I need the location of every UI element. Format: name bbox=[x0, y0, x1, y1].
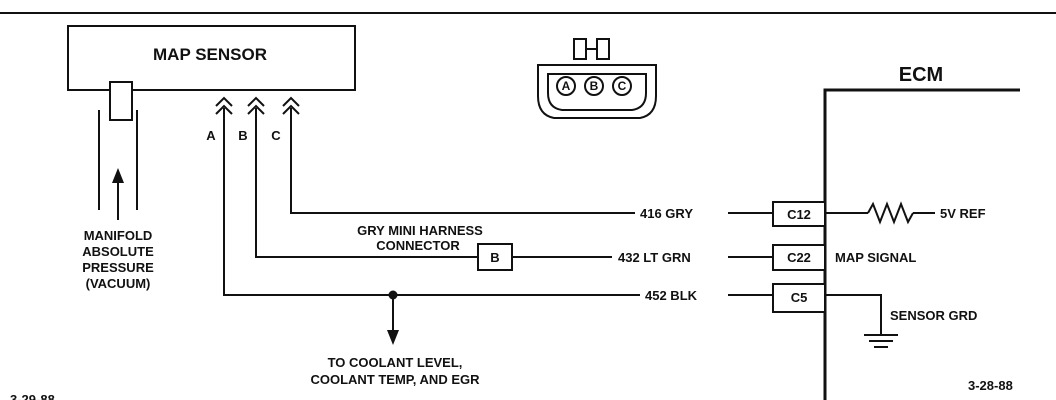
pin-a-label: A bbox=[206, 128, 216, 143]
wire-416-gry bbox=[290, 108, 635, 214]
vacuum-arrow-head-icon bbox=[112, 168, 124, 183]
connector-face-pin-c bbox=[612, 76, 632, 96]
map-signal-label: MAP SIGNAL bbox=[835, 250, 916, 265]
coolant-note-line-1: TO COOLANT LEVEL, bbox=[328, 355, 463, 370]
connector-face-pin-c-label: C bbox=[618, 79, 627, 93]
partial-date-stamp: 3-29-88 bbox=[10, 392, 55, 400]
pin-a-chevron-icon bbox=[215, 96, 233, 115]
coolant-arrow-head-icon bbox=[387, 330, 399, 345]
pin-b-label: B bbox=[238, 128, 247, 143]
ecm-pin-c5-label: C5 bbox=[791, 290, 808, 305]
wire-432-ltgrn-label: 432 LT GRN bbox=[618, 250, 691, 265]
pin-c-chevron-icon bbox=[282, 96, 300, 115]
ecm-pin-c5 bbox=[772, 283, 826, 313]
connector-face-icon bbox=[537, 38, 657, 119]
manifold-label-line-1: MANIFOLD bbox=[84, 228, 153, 243]
pin-c-label: C bbox=[271, 128, 281, 143]
ecm-title: ECM bbox=[899, 64, 943, 86]
sensor-ground-label: SENSOR GRD bbox=[890, 308, 977, 323]
map-sensor-title: MAP SENSOR bbox=[153, 45, 267, 64]
mini-harness-label-1: GRY MINI HARNESS bbox=[357, 223, 483, 238]
connector-face-pin-a bbox=[556, 76, 576, 96]
ecm-pin-c12-label: C12 bbox=[787, 207, 811, 222]
map-sensor-box bbox=[67, 25, 356, 91]
wire-432-ltgrn bbox=[255, 108, 478, 258]
mini-harness-label-2: CONNECTOR bbox=[376, 238, 460, 253]
vacuum-port bbox=[109, 81, 133, 121]
manifold-label-line-2: ABSOLUTE bbox=[82, 244, 154, 259]
pin-b-chevron-icon bbox=[247, 96, 265, 115]
ecm-pin-c22-label: C22 bbox=[787, 250, 811, 265]
coolant-note-line-2: COOLANT TEMP, AND EGR bbox=[310, 372, 480, 387]
connector-face-pin-b bbox=[584, 76, 604, 96]
ground-wire bbox=[825, 294, 882, 335]
date-stamp: 3-28-88 bbox=[968, 378, 1013, 393]
ecm-pin-c22 bbox=[772, 244, 826, 271]
connector-face-pin-b-label: B bbox=[590, 79, 599, 93]
manifold-label-line-4: (VACUUM) bbox=[86, 276, 151, 291]
mini-harness-pin: B bbox=[490, 250, 499, 265]
wire-416-gry-label: 416 GRY bbox=[640, 206, 693, 221]
connector-face-pin-a-label: A bbox=[562, 79, 571, 93]
vref-label: 5V REF bbox=[940, 206, 986, 221]
manifold-label-line-3: PRESSURE bbox=[82, 260, 154, 275]
resistor-icon bbox=[867, 201, 914, 225]
ecm-boundary bbox=[823, 88, 1020, 400]
mini-harness-connector bbox=[477, 243, 513, 271]
wire-452-blk bbox=[223, 108, 640, 296]
ground-icon bbox=[864, 334, 898, 348]
ecm-pin-c12 bbox=[772, 201, 826, 227]
wire-452-blk-label: 452 BLK bbox=[645, 288, 698, 303]
